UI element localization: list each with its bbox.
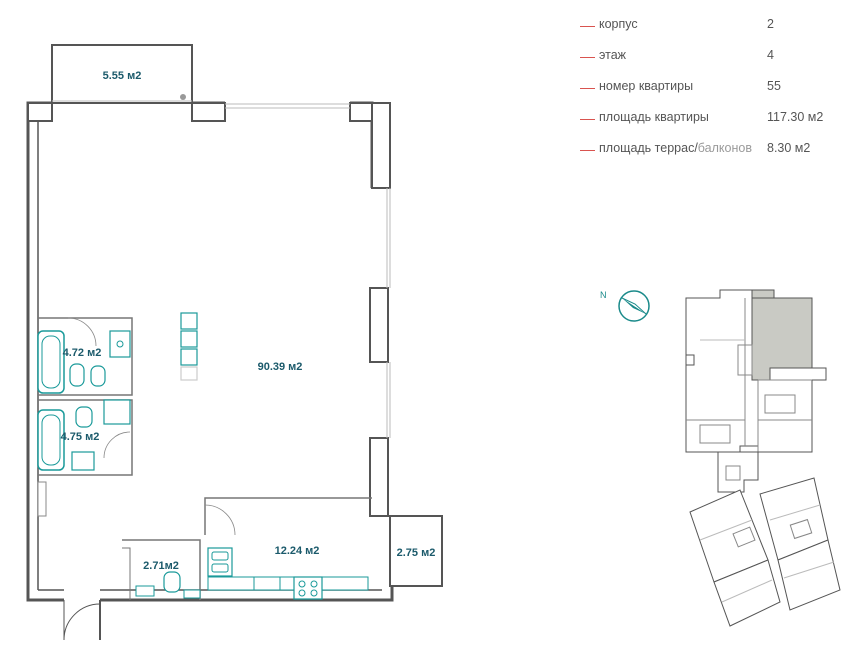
sink-icon [135, 585, 155, 597]
info-label: площадь террас/балконов [599, 141, 752, 155]
info-value: 55 [767, 79, 781, 93]
row-marker [580, 88, 595, 89]
balcony-right[interactable]: 2.75 м2 [389, 515, 443, 587]
info-row-floor: этаж 4 [580, 45, 850, 76]
kitchen-area: 12.24 м2 [275, 545, 320, 557]
cabinet-icon [103, 399, 131, 425]
info-row-building: корпус 2 [580, 14, 850, 45]
sink-icon [109, 330, 131, 358]
compass-icon: N [600, 290, 650, 322]
toilet-icon [69, 363, 85, 387]
stove-icon [293, 576, 323, 600]
windows [225, 103, 391, 438]
toilet-icon [163, 571, 181, 593]
kitchen-counter [207, 576, 369, 591]
info-label: площадь квартиры [599, 110, 709, 124]
info-row-apartment-area: площадь квартиры 117.30 м2 [580, 107, 850, 138]
info-label-main: площадь террас/ [599, 141, 698, 155]
wall-niche [37, 481, 47, 517]
apartment-info: корпус 2 этаж 4 номер квартиры 55 площад… [580, 14, 850, 169]
toilet-icon [75, 406, 93, 428]
wc[interactable]: 2.71м2 [122, 539, 201, 600]
info-label: этаж [599, 48, 627, 62]
info-value: 117.30 м2 [767, 110, 824, 124]
bathroom-1[interactable]: 4.72 м2 [37, 317, 133, 396]
sink-icon [71, 451, 95, 471]
main-room-area: 90.39 м2 [258, 361, 303, 373]
bathtub-icon [37, 330, 65, 394]
wc-area: 2.71м2 [143, 560, 179, 572]
info-value: 4 [767, 48, 774, 62]
wall-pillars [27, 102, 391, 517]
north-label: N [600, 290, 607, 300]
bathroom-2[interactable]: 4.75 м2 [37, 399, 133, 476]
wardrobe [180, 312, 198, 381]
info-row-terrace-area: площадь террас/балконов 8.30 м2 [580, 138, 850, 169]
row-marker [580, 57, 595, 58]
balcony-top[interactable]: 5.55 м2 [51, 44, 193, 104]
bathtub-icon [37, 409, 65, 471]
row-marker [580, 119, 595, 120]
balcony-top-area: 5.55 м2 [103, 70, 142, 82]
bidet-icon [90, 365, 106, 387]
balcony-right-area: 2.75 м2 [397, 547, 436, 559]
bath2-area: 4.75 м2 [61, 431, 100, 443]
info-label-muted: балконов [697, 141, 752, 155]
bath1-area: 4.72 м2 [63, 347, 102, 359]
kitchen[interactable]: 12.24 м2 [204, 497, 372, 600]
info-label: номер квартиры [599, 79, 694, 93]
entry-door[interactable] [63, 600, 101, 641]
info-value: 2 [767, 17, 774, 31]
info-value: 8.30 м2 [767, 141, 811, 155]
row-marker [580, 26, 595, 27]
building-keyplan [685, 289, 841, 627]
info-label: корпус [599, 17, 638, 31]
info-row-apartment-number: номер квартиры 55 [580, 76, 850, 107]
row-marker [580, 150, 595, 151]
